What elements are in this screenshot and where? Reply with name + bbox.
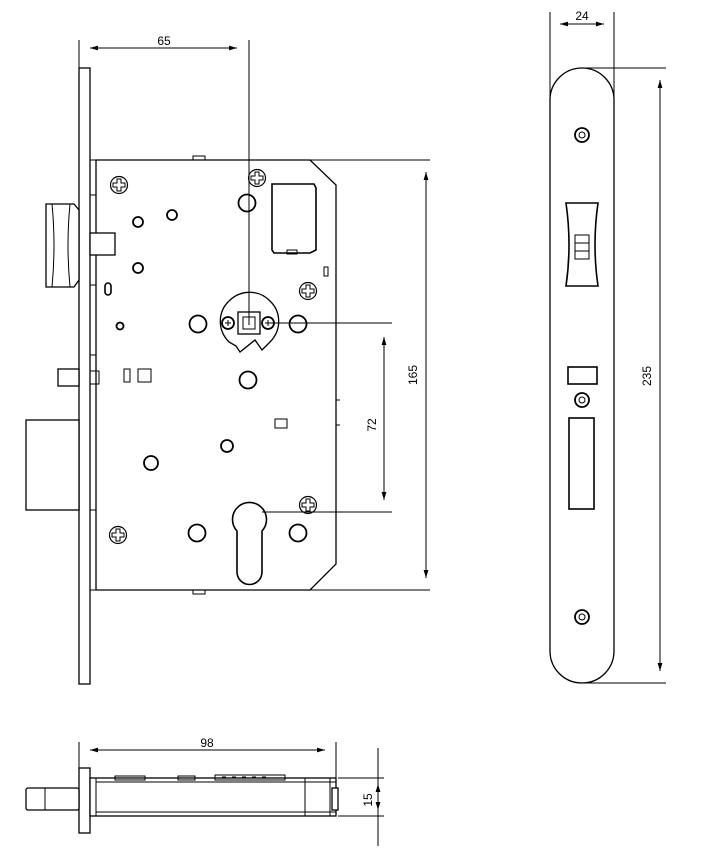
pin-hole	[132, 262, 144, 274]
pin-hole	[132, 216, 144, 228]
pin-hole	[220, 439, 234, 453]
mounting-hole	[187, 523, 207, 543]
case-window	[271, 183, 317, 254]
dimension-24-label: 24	[575, 9, 589, 23]
plunger-opening	[567, 366, 598, 385]
screw-icon	[298, 281, 318, 301]
dead-bolt	[25, 419, 80, 511]
dimension-98-label: 98	[200, 736, 214, 750]
dimension-235-label: 235	[640, 366, 654, 386]
mounting-hole	[188, 314, 208, 334]
mounting-hole	[288, 523, 308, 543]
pin-hole	[166, 209, 178, 221]
pin-hole	[143, 455, 159, 471]
mounting-hole	[238, 370, 258, 390]
front-view: 65 165 72	[25, 34, 430, 685]
dimension-15-label: 15	[361, 793, 375, 807]
screw-icon	[108, 525, 128, 545]
latch-bolt	[45, 203, 116, 288]
pin-hole	[115, 321, 125, 331]
deadbolt-opening	[568, 417, 595, 510]
latch-opening	[565, 202, 599, 287]
case-bottom	[89, 777, 337, 817]
forend-plate	[78, 67, 91, 685]
mounting-hole	[288, 314, 308, 334]
screw-icon	[109, 175, 129, 195]
dimension-65-label: 65	[157, 34, 171, 48]
mounting-hole	[237, 193, 257, 213]
screw-icon	[298, 495, 318, 515]
dimension-165-label: 165	[406, 365, 420, 385]
dimension-72-label: 72	[365, 418, 379, 432]
screw-icon	[247, 168, 267, 188]
deadlock-plunger	[57, 368, 80, 387]
bottom-view: 98 15	[25, 736, 384, 846]
faceplate-view: 24 235	[549, 9, 666, 684]
cylinder-cutout	[231, 501, 268, 586]
